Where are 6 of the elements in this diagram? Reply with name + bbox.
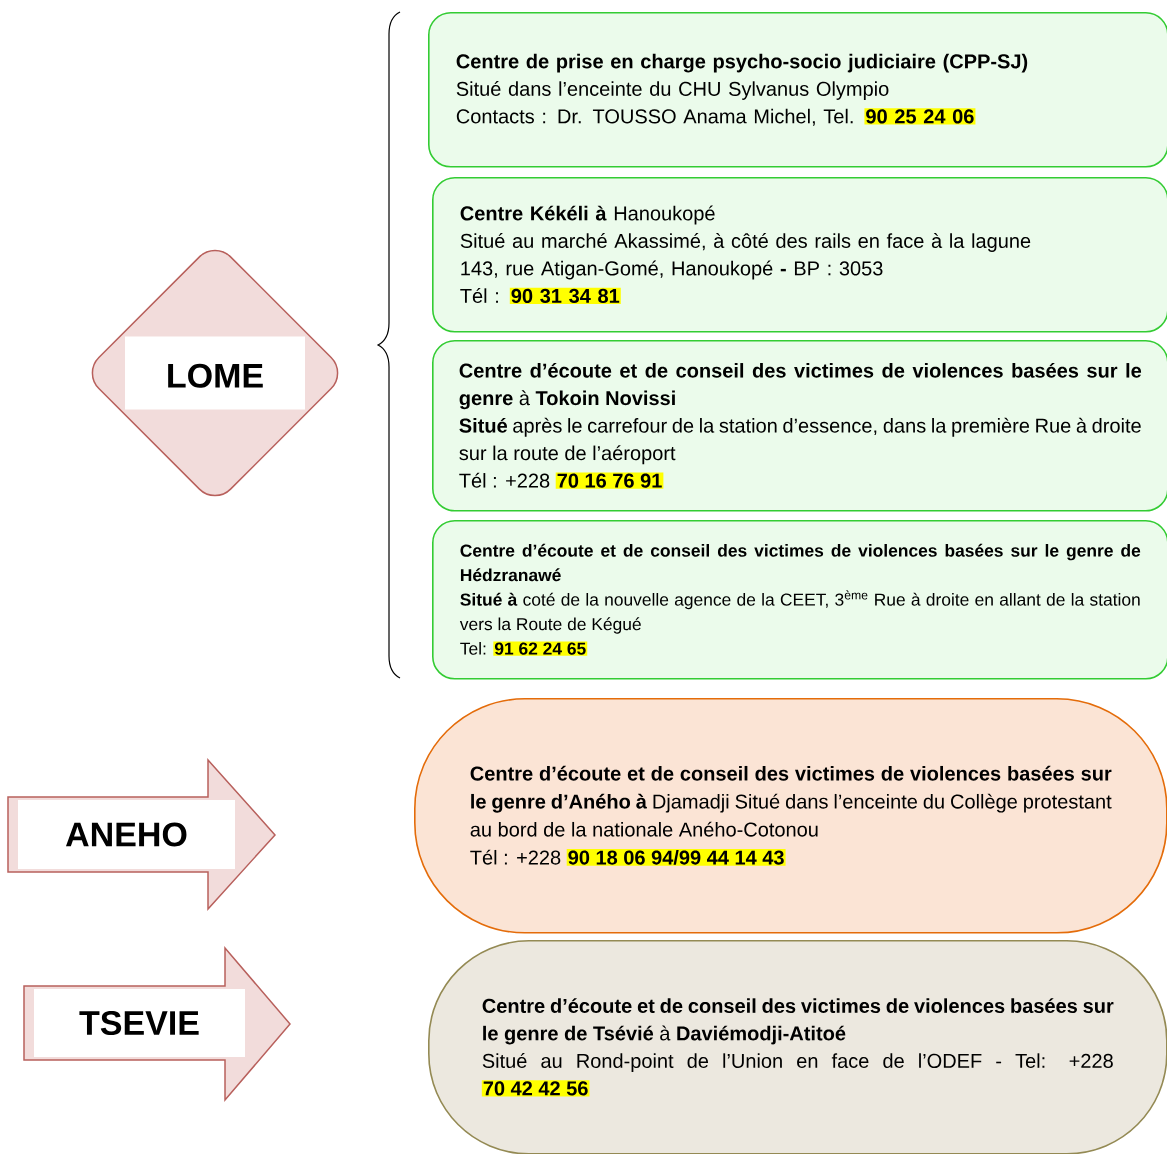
info-box: Centre d’écoute et de conseil des victimes de violences basées sur le genre de Hédzranawé Situé à coté de la nouvelle agence de la CEET, 3$^{ème}$ Rue à droite en allant de la station vers la Route de Kégué Tel: 91 62 24 65 (432, 520, 1167, 680)
info-box: Centre de prise en charge psycho-socio judiciaire (CPP-SJ) Situé dans l’enceinte du CHU Sylvanus Olympio Contacts : Dr. TOUSSO Anama Michel, Tel. 90 25 24 06 (428, 12, 1167, 168)
info-box: Centre d’écoute et de conseil des victimes de violences basées sur le genre à Tokoin Novissi Situé après le carrefour de la station d’essence, dans la première Rue à droite sur la route de l’aéroport Tél : +228 70 16 76 91 (432, 340, 1167, 512)
info-box: Centre d’écoute et de conseil des victimes de violences basées sur le genre de Tsévié à Daviémodji-Atitoé Situé au Rond-point de l’Union en face de l’ODEF - Tel: +228 70 42 42 56 (428, 940, 1167, 1154)
info-box: Centre d’écoute et de conseil des victimes de violences basées sur le genre d’Aného à Djamadji Situé dans l’enceinte du Collège protestant au bord de la nationale Aného-Cotonou Tél : +228 90 18 06 94/99 44 14 43 (414, 698, 1167, 934)
info-box: Centre Kékéli à Hanoukopé Situé au marché Akassimé, à côté des rails en face à la lagune 143, rue Atigan-Gomé, Hanoukopé - BP : 3053 Tél : 90 31 34 81 (432, 177, 1167, 333)
